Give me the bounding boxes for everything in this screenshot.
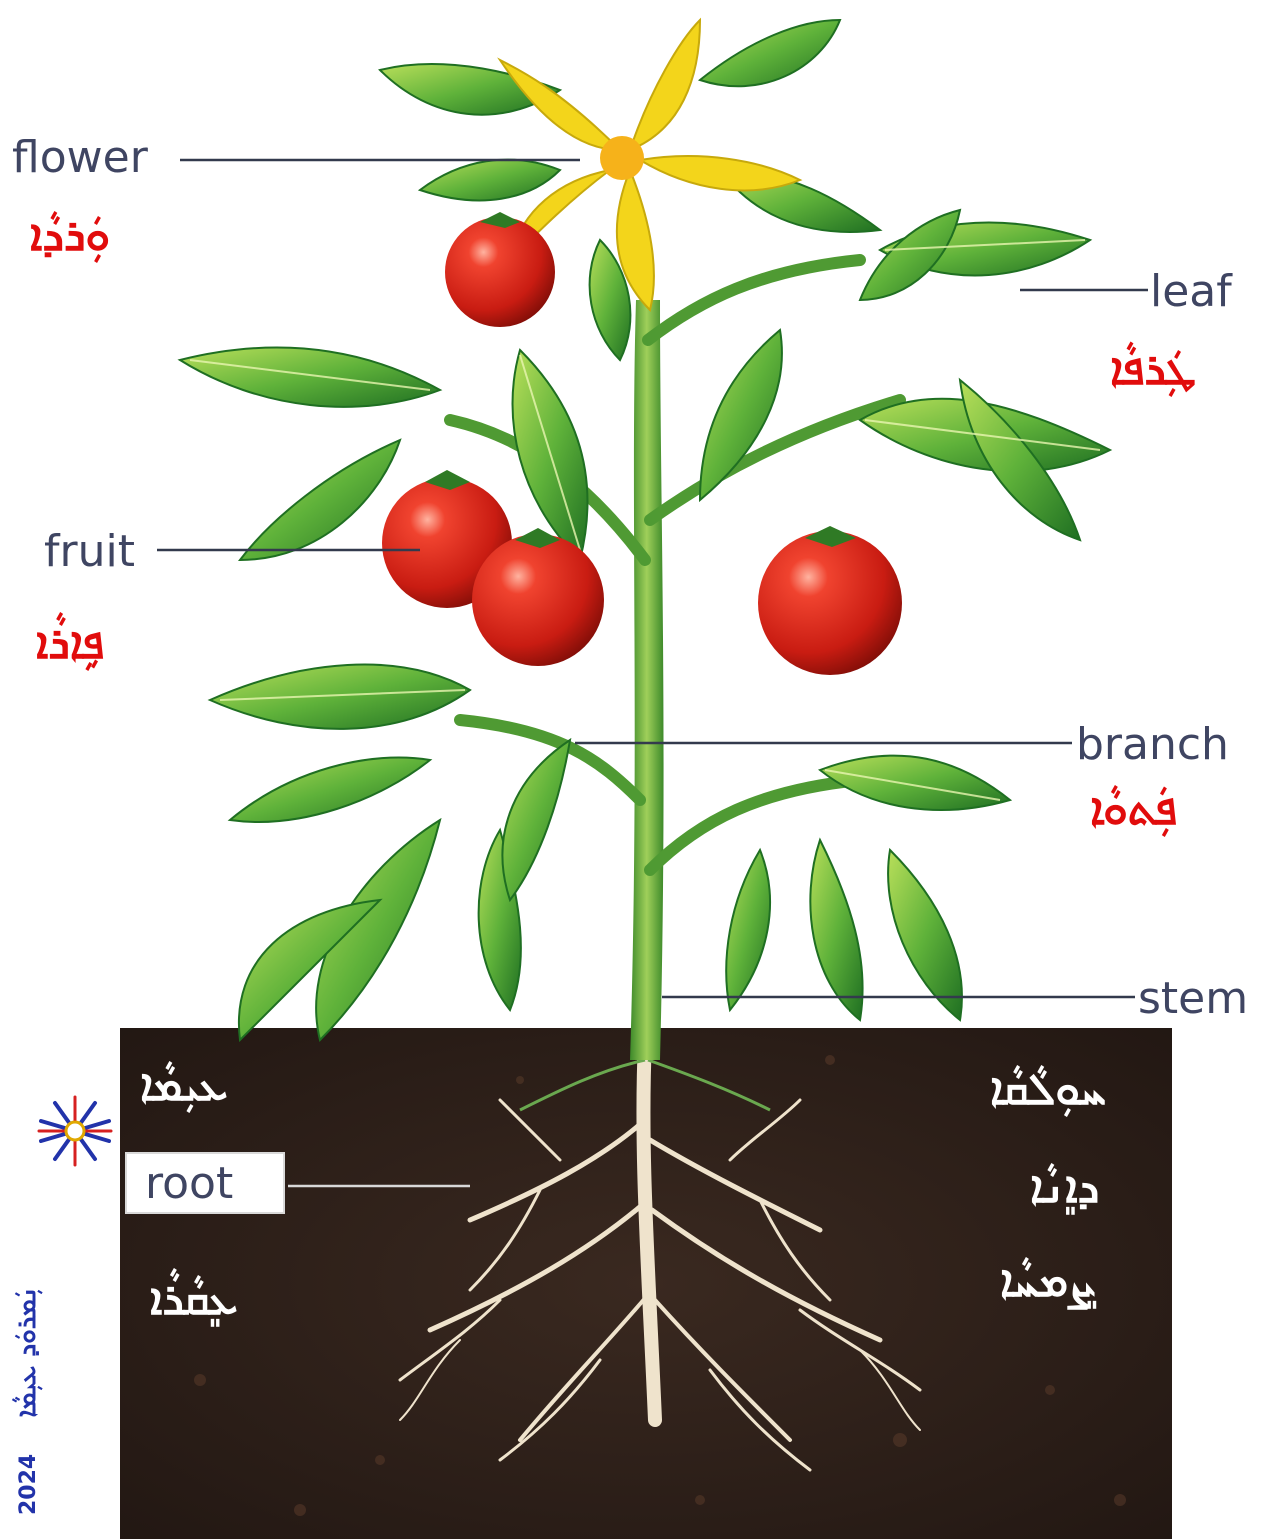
branch-label: branch [1076, 723, 1229, 767]
soil-syriac-label: ܥܝܼܡܵܐ [140, 1064, 228, 1108]
stem-label: stem [1138, 977, 1248, 1021]
title-line-3: ܨܸܡܚܵܐ [1000, 1260, 1096, 1304]
leaf-label: leaf [1150, 270, 1232, 314]
title-line-2: ܕܐܸܢܵܐ [1030, 1166, 1099, 1210]
credit-year: 2024 [16, 1454, 41, 1515]
credit-text: 2024 ܢܲܡܪܘܿܕ ܥܝܼܡܵܐ [12, 1286, 43, 1515]
flower-syriac-label: ܘܲܪܕܵܐ [30, 214, 110, 258]
stem [630, 300, 664, 1060]
root-label: root [125, 1152, 285, 1214]
flower-label: flower [12, 136, 148, 180]
branch-syriac-label: ܦܲܬܘܵܐ [1090, 788, 1177, 832]
fruit-syriac-label: ܦܹܐܪܵܐ [36, 622, 104, 666]
root-syriac-label: ܥܸܩܵܪܵܐ [150, 1278, 238, 1322]
credit-name: ܢܲܡܪܘܿܕ ܥܝܼܡܵܐ [12, 1286, 42, 1417]
assyrian-star-icon [39, 1097, 111, 1165]
title-line-1: ܚܘܼܠܵܩܵܐ [990, 1068, 1106, 1112]
fruit-label: fruit [44, 530, 135, 574]
leaf-syriac-label: ܛܲܪܦܵܐ [1110, 348, 1196, 392]
